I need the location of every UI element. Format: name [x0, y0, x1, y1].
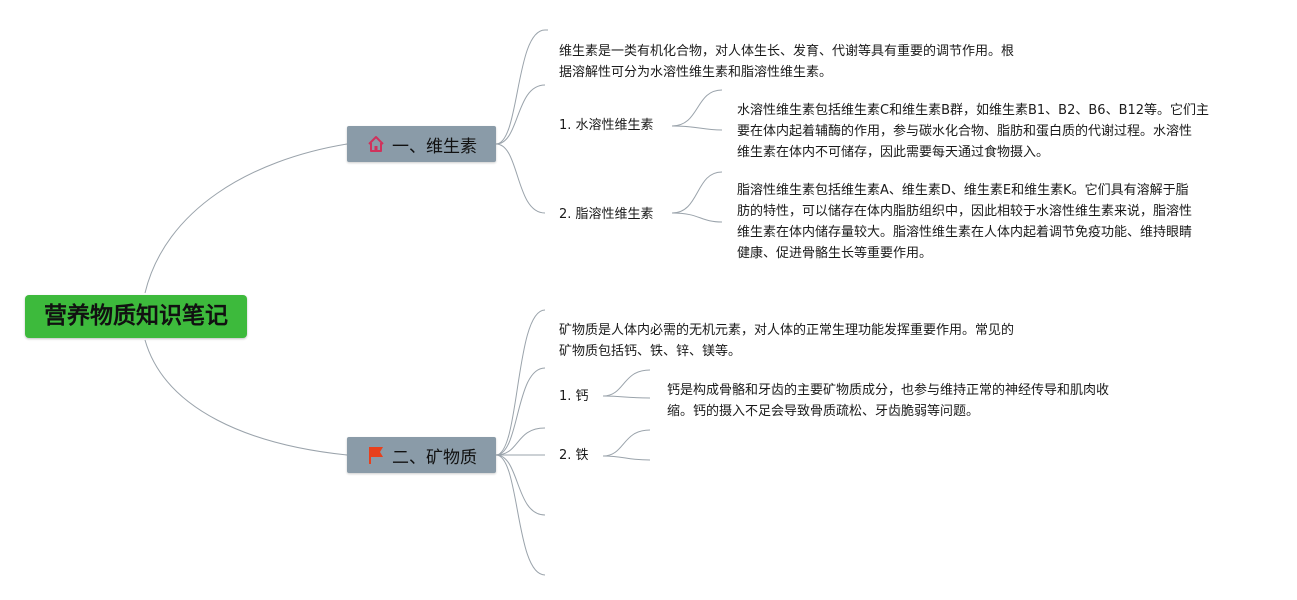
root-title: 营养物质知识笔记: [44, 303, 228, 329]
minerals-item-calcium-detail[interactable]: 钙是构成骨骼和牙齿的主要矿物质成分，也参与维持正常的神经传导和肌肉收 缩。钙的摄…: [667, 383, 1110, 419]
link-iron-detail: [602, 429, 651, 457]
link-calcium-detail-b: [602, 395, 651, 399]
link-iron-detail-b: [602, 455, 651, 461]
link-root-minerals: [144, 339, 348, 456]
vitamins-item-fat-soluble[interactable]: 2. 脂溶性维生素: [559, 207, 654, 222]
link-item1-detail-b: [671, 125, 723, 131]
flag-icon: [369, 447, 383, 464]
vitamins-intro[interactable]: 维生素是一类有机化合物，对人体生长、发育、代谢等具有重要的调节作用。根 据溶解性…: [559, 44, 1015, 80]
minerals-intro[interactable]: 矿物质是人体内必需的无机元素，对人体的正常生理功能发挥重要作用。常见的 矿物质包…: [559, 323, 1015, 359]
minerals-item-calcium[interactable]: 1. 钙: [559, 389, 589, 404]
link-minerals-f: [495, 454, 546, 576]
branch-vitamins-title: 一、维生素: [392, 136, 477, 157]
minerals-item-iron[interactable]: 2. 铁: [559, 448, 589, 463]
vitamins-item-water-soluble[interactable]: 1. 水溶性维生素: [559, 118, 654, 133]
link-minerals-e: [495, 454, 546, 516]
branch-minerals[interactable]: 二、矿物质: [347, 437, 496, 473]
link-calcium-detail: [602, 369, 651, 397]
link-root-vitamins: [144, 143, 348, 294]
root-topic[interactable]: 营养物质知识笔记: [25, 295, 247, 338]
link-item2-detail-b: [671, 212, 723, 223]
link-minerals-a: [495, 309, 546, 456]
link-minerals-b: [495, 367, 546, 456]
branch-vitamins[interactable]: 一、维生素: [347, 126, 496, 162]
link-item1-detail: [671, 89, 723, 127]
vitamins-item-water-soluble-detail[interactable]: 水溶性维生素包括维生素C和维生素B群，如维生素B1、B2、B6、B12等。它们主…: [737, 103, 1210, 160]
link-item2-detail: [671, 171, 723, 214]
branch-minerals-title: 二、矿物质: [392, 447, 477, 468]
link-vitamins-item1: [495, 84, 546, 145]
link-vitamins-item2: [495, 143, 546, 214]
link-vitamins-intro: [495, 29, 546, 145]
link-minerals-c: [495, 427, 546, 456]
home-icon: [368, 136, 384, 152]
vitamins-item-fat-soluble-detail[interactable]: 脂溶性维生素包括维生素A、维生素D、维生素E和维生素K。它们具有溶解于脂 肪的特…: [737, 183, 1193, 261]
